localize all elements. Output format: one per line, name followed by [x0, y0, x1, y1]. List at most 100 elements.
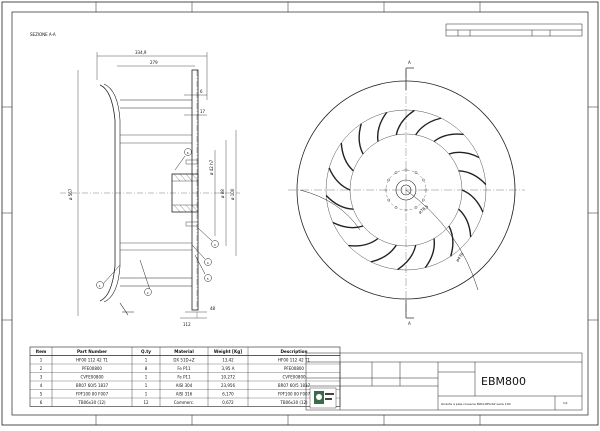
bom-cell: TB06x30 (12) — [279, 400, 308, 405]
balloons — [96, 148, 219, 296]
bolt-hole — [404, 168, 408, 172]
dim-gap-17: 17 — [200, 109, 206, 114]
bom-header-cell: Item — [36, 349, 47, 354]
bom-cell: 3 — [40, 374, 43, 379]
bom-cell: 8 — [145, 366, 148, 371]
cutaway-lines — [299, 189, 479, 291]
bolt-hole — [414, 171, 418, 174]
bom-cell: 6,170 — [222, 391, 234, 396]
bom-cell: AISI 304 — [176, 383, 193, 388]
impeller-blades — [325, 109, 487, 271]
dim-hub-2: ø 88 — [220, 189, 225, 198]
bolt-hole — [414, 206, 418, 209]
bolt-hole — [422, 178, 425, 182]
blade — [370, 244, 397, 263]
bom-cell: Fe P11 — [177, 366, 191, 371]
bom-cell: 6 — [40, 400, 43, 405]
bolt-hole — [424, 188, 428, 192]
title-block — [305, 352, 583, 411]
balloon-2: 2 — [147, 291, 149, 295]
bom-cell: PFE00800 — [284, 366, 304, 371]
bom-cell: 0,672 — [222, 400, 234, 405]
section-mark-bottom: A — [408, 321, 411, 326]
bom-cell: 1 — [40, 357, 43, 362]
blade — [415, 117, 442, 136]
bom-cell: CVFE00800 — [282, 374, 306, 379]
bom-cell: HF00 112 42 T1 — [76, 357, 108, 362]
blade — [433, 133, 464, 143]
dim-hub-3: ø 100 — [230, 188, 235, 200]
bolt-hole — [404, 208, 408, 212]
bom-table: Item Part Number Q.ty Material Weight [Kg] De… — [29, 346, 341, 407]
balloon-5: 5 — [207, 277, 209, 281]
bolt-hole — [387, 198, 390, 202]
blade — [448, 225, 454, 257]
dim-inner-width: 279 — [150, 60, 158, 65]
blade — [328, 167, 351, 191]
blade — [458, 170, 487, 185]
balloon-6: 6 — [187, 151, 189, 155]
bom-cell: 2 — [40, 366, 43, 371]
dim-radius-note: ø470 — [455, 251, 465, 262]
bolt-hole — [422, 198, 425, 202]
dim-bottom-112: 112 — [183, 322, 191, 327]
blade — [458, 208, 472, 238]
bom-header-cell: Description — [280, 349, 307, 354]
bom-cell: 4 — [40, 383, 43, 388]
blade — [395, 109, 415, 136]
bom-cell: 12 — [143, 400, 149, 405]
bom-cell: 10,272 — [221, 374, 235, 379]
dim-overall-width: 334,9 — [135, 50, 147, 55]
drawing-description: Girante a pale rovescie 800x185x42 serie… — [441, 402, 511, 406]
bom-cell: 3,95 A — [222, 366, 235, 371]
revision-table — [445, 23, 583, 37]
bom-cell: FPF100 00 F007 — [278, 391, 311, 396]
bolt-hole — [394, 206, 398, 209]
company-logo — [309, 387, 337, 409]
bom-header-cell: Weight [Kg] — [214, 349, 242, 354]
bom-cell: 23,956 — [221, 383, 235, 388]
bom-header-cell: Part Number — [77, 349, 108, 354]
bom-header-cell: Material — [174, 349, 194, 354]
bolt-hole — [384, 188, 388, 192]
bom-cell: TB06x30 (12) — [77, 400, 106, 405]
dim-bolt-circle: ø78,5 — [417, 203, 429, 214]
dim-hub-1: ø 42 h7 — [209, 159, 214, 175]
blade — [325, 195, 354, 210]
bom-cell: 5 — [40, 391, 43, 396]
blade — [448, 151, 480, 159]
bom-cell: 1 — [145, 374, 148, 379]
bom-cell: Fe P11 — [177, 374, 191, 379]
drawing-name: EBM800 — [481, 375, 526, 388]
blade — [461, 189, 484, 213]
blade — [340, 142, 354, 172]
bom-cell: Commerc. — [174, 400, 195, 405]
bom-header-cell: Q.ty — [141, 349, 151, 354]
bom-cell: AISI 316 — [176, 391, 193, 396]
bolt-holes — [384, 168, 428, 212]
inner-frame — [11, 11, 589, 416]
blade — [358, 123, 364, 155]
dim-diameter-main: ø 567 — [68, 188, 73, 200]
bolt-hole — [394, 171, 398, 174]
balloon-3: 3 — [214, 243, 216, 247]
bom-cell: 1 — [145, 357, 148, 362]
blade — [376, 111, 388, 142]
bom-cell: 13,42 — [222, 357, 234, 362]
bom-cell: DX 51D+Z — [173, 357, 195, 362]
blade — [397, 244, 417, 271]
blade — [332, 221, 364, 229]
bom-cell: PFE00800 — [82, 366, 102, 371]
dim-bottom-48: 48 — [210, 306, 216, 311]
section-label: SEZIONE A-A — [30, 32, 56, 37]
dim-gap-6: 6 — [200, 89, 203, 94]
bom-cell: FPF100 00 F007 — [76, 391, 109, 396]
section-view — [60, 52, 240, 320]
sheet-number: 1/1 — [563, 401, 568, 405]
blade — [348, 237, 379, 247]
balloon-1: 1 — [99, 284, 101, 288]
bom-cell: BR07 60/5 1837 — [278, 383, 311, 388]
